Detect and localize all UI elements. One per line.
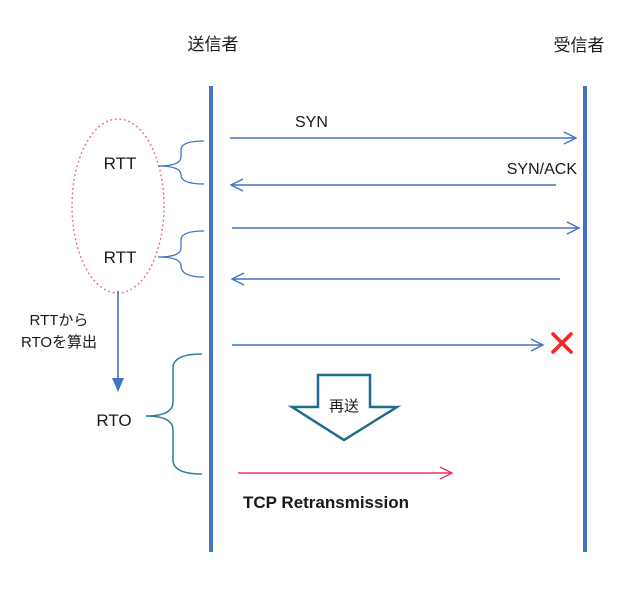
receiver-label: 受信者 [554, 36, 605, 55]
rto-label: RTO [96, 411, 131, 430]
retransmission-arrow [238, 466, 454, 480]
down-arrow [112, 291, 124, 392]
rtt-label-2: RTT [104, 248, 137, 267]
rtt-brace-1 [157, 140, 205, 185]
sender-label: 送信者 [188, 35, 239, 54]
resend-block-arrow-icon [287, 373, 402, 442]
syn-ack-label: SYN/ACK [507, 161, 578, 178]
rtt-brace-2 [157, 230, 205, 278]
rto-calc-note-line2: RTOを算出 [21, 333, 97, 351]
data-arrow [232, 221, 581, 235]
syn-ack-arrow [229, 178, 556, 192]
x-icon [551, 332, 573, 354]
rto-calc-note-line1: RTTから [30, 312, 89, 329]
rto-brace [145, 353, 203, 475]
rtt-label-1: RTT [104, 154, 137, 173]
failed-arrow [232, 338, 545, 352]
syn-arrow [230, 131, 578, 145]
retransmission-label: TCP Retransmission [243, 493, 409, 512]
resend-label: 再送 [329, 398, 359, 415]
ack-arrow [230, 272, 560, 286]
syn-label: SYN [295, 114, 328, 131]
